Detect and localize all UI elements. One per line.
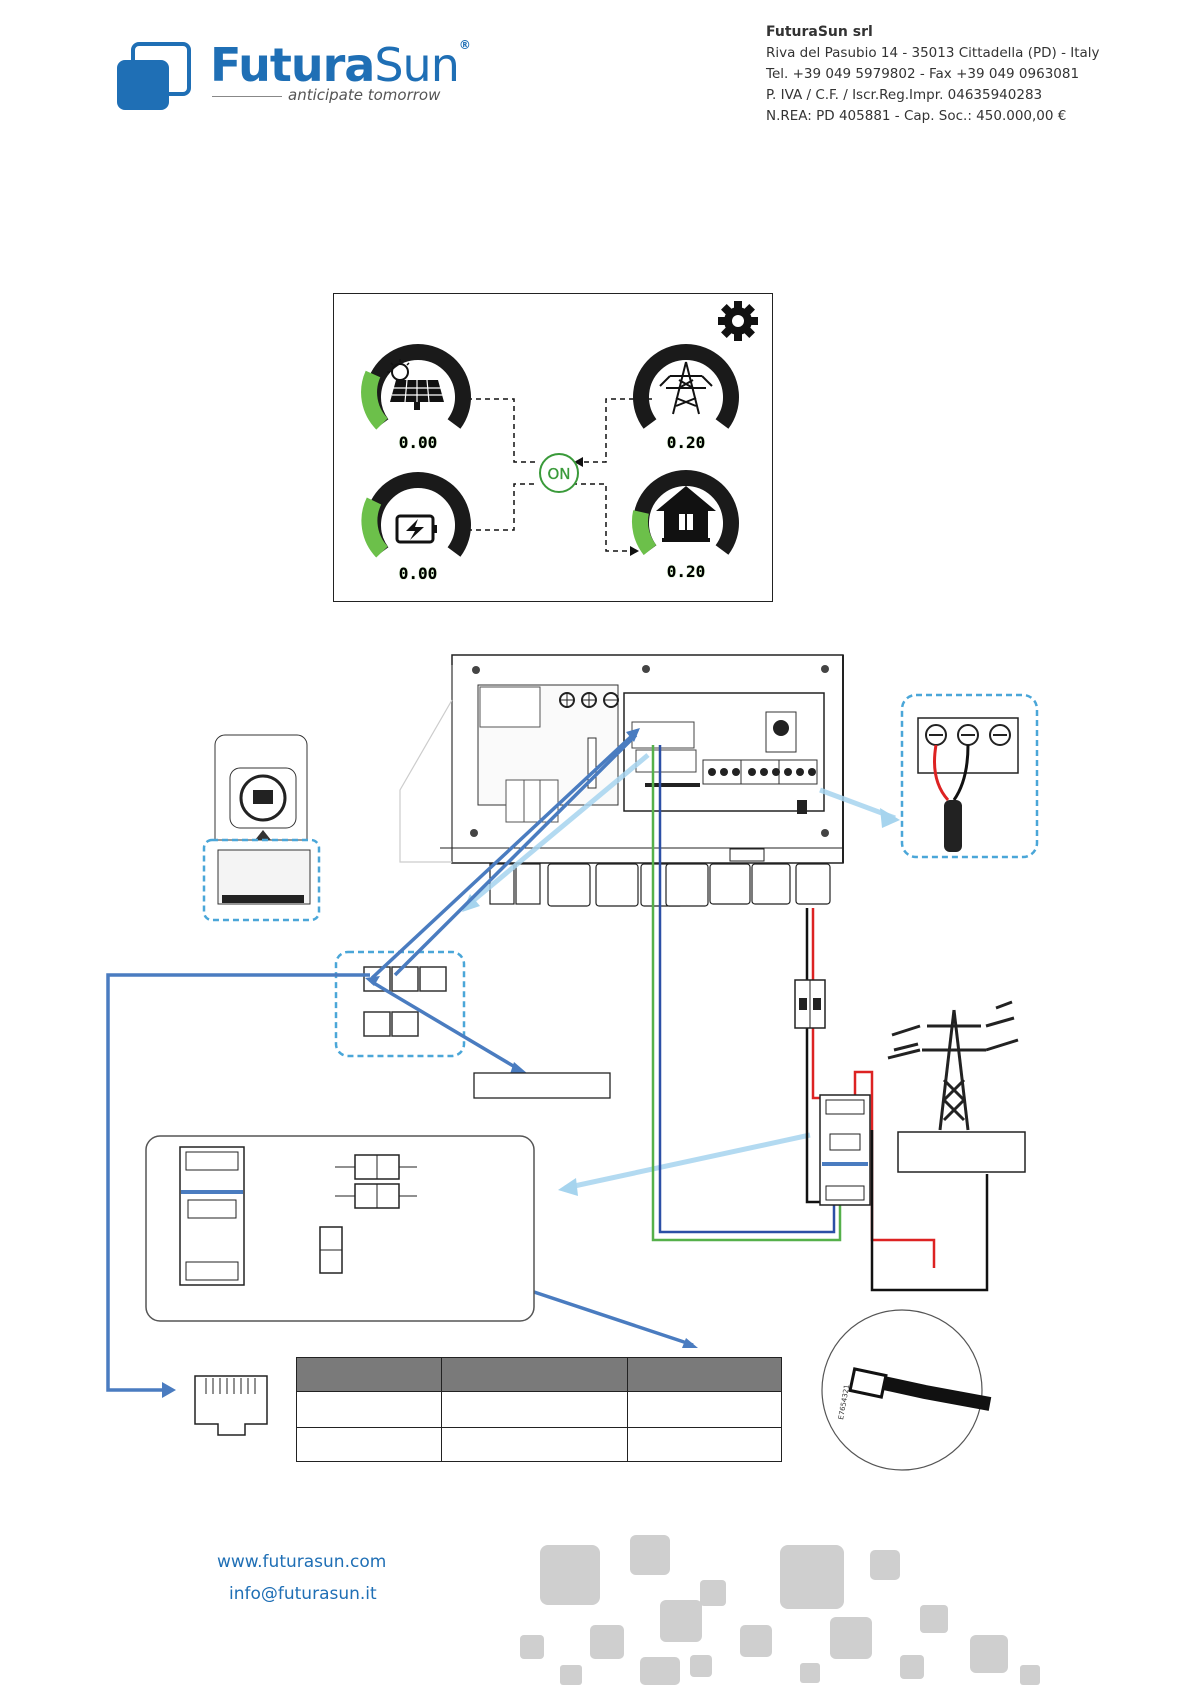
arrow-grid-to-hub <box>574 457 583 467</box>
arrow-head-2 <box>880 808 900 828</box>
arrow-hub-to-load <box>630 546 639 556</box>
breaker <box>794 979 826 1029</box>
load-gauge: 0.20 <box>631 470 739 581</box>
load-value: 0.20 <box>667 562 706 581</box>
meter-wiring <box>651 745 989 1292</box>
screen-diagram: ON 0.00 <box>361 301 758 583</box>
flow-lines <box>467 398 652 552</box>
footer-email-link[interactable]: info@futurasun.it <box>229 1584 377 1604</box>
table-cell <box>627 1427 782 1462</box>
company-info: FuturaSun srl Riva del Pasubio 14 - 3501… <box>766 22 1100 127</box>
house-icon <box>656 486 716 542</box>
decorative-squares-pattern <box>520 1535 1040 1685</box>
small-inverter-picture <box>202 734 321 922</box>
arrow-head-3 <box>558 1178 578 1196</box>
table-row <box>296 1427 782 1462</box>
power-tower-icon <box>659 361 713 415</box>
arrow-head-1 <box>462 894 480 912</box>
rj45-socket <box>194 1375 268 1436</box>
battery-icon <box>395 514 437 544</box>
label-box <box>473 1072 611 1099</box>
tagline-rule <box>212 96 282 97</box>
meter-detail-box <box>145 1135 535 1322</box>
battery-value: 0.00 <box>399 564 438 583</box>
table-cell <box>296 1391 442 1428</box>
power-tower-picture <box>887 1000 1019 1131</box>
inverter-screen: ON 0.00 <box>333 293 773 602</box>
pv-value: 0.00 <box>399 433 438 452</box>
table-header-row <box>296 1357 782 1392</box>
rj45-cable-picture: E7654321 <box>821 1309 992 1471</box>
table-cell <box>296 1427 442 1462</box>
terminal-block-callout <box>900 693 1039 859</box>
company-name: FuturaSun srl <box>766 24 873 40</box>
tagline: anticipate tomorrow <box>288 86 441 104</box>
futurasun-logo-mark <box>117 42 191 110</box>
company-rea: N.REA: PD 405881 - Cap. Soc.: 450.000,00… <box>766 108 1067 124</box>
table-header-cell <box>441 1357 628 1392</box>
status-on-text: ON <box>547 465 570 483</box>
table-row <box>296 1391 782 1428</box>
table-header-cell <box>627 1357 782 1392</box>
grid-gauge: 0.20 <box>633 344 739 452</box>
inverter-housing <box>399 654 844 864</box>
energy-meter <box>819 1094 871 1206</box>
brand-name: FuturaSun® <box>210 38 471 92</box>
table-cell <box>441 1391 628 1428</box>
company-address: Riva del Pasubio 14 - 35013 Cittadella (… <box>766 45 1100 61</box>
gear-icon[interactable] <box>718 301 758 341</box>
table-cell <box>627 1391 782 1428</box>
wiring-diagram: E7654321 <box>106 654 1039 1471</box>
battery-gauge: 0.00 <box>361 472 471 583</box>
company-vat: P. IVA / C.F. / Iscr.Reg.Impr. 046359402… <box>766 87 1043 103</box>
company-phone: Tel. +39 049 5979802 - Fax +39 049 09630… <box>766 66 1080 82</box>
solar-panel-icon <box>387 359 444 410</box>
status-on-indicator[interactable]: ON <box>539 453 579 493</box>
wiring-table <box>296 1357 782 1462</box>
pv-gauge: 0.00 <box>361 344 471 452</box>
grid-label-box <box>897 1131 1026 1173</box>
table-cell <box>441 1427 628 1462</box>
connector-lines <box>106 730 694 1392</box>
table-header-cell <box>296 1357 442 1392</box>
grid-value: 0.20 <box>667 433 706 452</box>
footer-website-link[interactable]: www.futurasun.com <box>217 1552 387 1572</box>
